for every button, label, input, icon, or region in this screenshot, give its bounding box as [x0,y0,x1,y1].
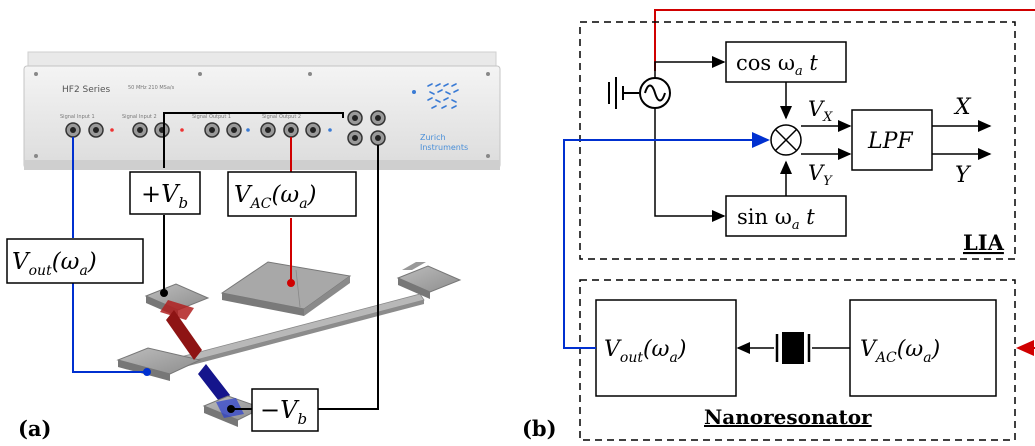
oscillator-source-icon [640,78,670,108]
nanoresonator-title: Nanoresonator [704,405,872,429]
sin-reference-box: sin ωa t [726,196,846,236]
label-bias-pos: +Vb [130,172,200,214]
lpf-block: LPF [852,110,932,170]
mixer-outputs [801,126,850,154]
svg-text:sin ωa t: sin ωa t [737,205,815,233]
lock-in-instrument: HF2 Series 50 MHz 210 MSa/s Signal Input… [24,52,500,170]
svg-text:LPF: LPF [867,129,913,154]
panel-b-label: (b) [522,416,557,441]
svg-text:cos ωa t: cos ωa t [736,51,818,79]
lpf-outputs [932,126,990,154]
ground-icon [609,77,639,109]
lia-title: LIA [963,230,1005,255]
resonator-crystal-icon [777,332,809,364]
output-y-label: Y [955,163,972,188]
port-label-in1: Signal Input 1 [60,114,95,120]
port-label-out1: Signal Output 1 [192,114,231,120]
mixer-icon [771,125,801,155]
vy-label: VY [808,161,833,189]
panel-a-label: (a) [18,416,51,441]
port-label-out2: Signal Output 2 [262,114,301,120]
vout-box: Vout(ωa) [596,300,736,396]
brand-line-1: Zurich [420,133,446,142]
vac-box: VAC(ωa) [850,300,996,396]
label-bias-neg: −Vb [252,389,318,431]
vx-label: VX [808,97,833,125]
instrument-series-label: HF2 Series [62,85,111,95]
port-label-in2: Signal Input 2 [122,114,157,120]
nanoresonator-block: Nanoresonator Vout(ωa) VAC(ωa) [580,280,1015,440]
label-vac: VAC(ωa) [228,172,356,216]
brand-line-2: Instruments [420,143,468,152]
instrument-spec-label: 50 MHz 210 MSa/s [128,85,175,91]
panel-a: HF2 Series 50 MHz 210 MSa/s Signal Input… [7,52,500,441]
panel-b: (b) LIA cos ωa t [522,10,1035,441]
output-x-label: X [953,95,972,120]
cos-reference-box: cos ωa t [726,42,846,82]
label-vout: Vout(ωa) [7,239,143,283]
